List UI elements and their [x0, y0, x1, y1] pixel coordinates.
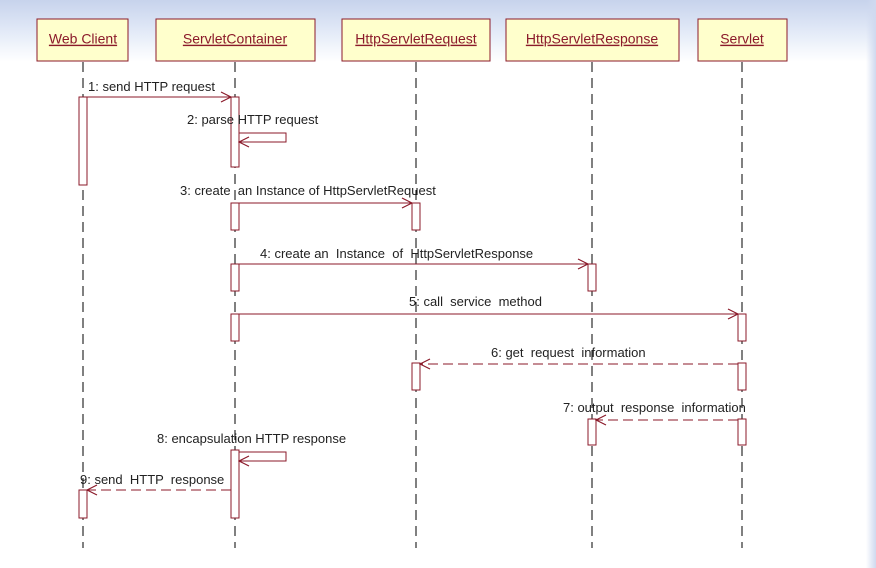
participant-box-servlet — [697, 18, 788, 62]
message-8-label: 8: encapsulation HTTP response — [157, 431, 346, 446]
message-6-label: 6: get request information — [491, 345, 646, 360]
message-8-arrow — [239, 451, 287, 461]
message-1-label: 1: send HTTP request — [88, 79, 215, 94]
activation-http-servlet-request-2 — [411, 362, 421, 391]
message-5-label: 5: call service method — [409, 294, 542, 309]
participant-servlet-container: ServletContainer — [155, 18, 316, 62]
participant-servlet: Servlet — [697, 18, 788, 62]
participant-web-client: Web Client — [36, 18, 129, 62]
participant-http-servlet-response: HttpServletResponse — [505, 18, 680, 62]
participant-box-servlet-container — [155, 18, 316, 62]
activation-bars — [78, 96, 747, 519]
participant-label-http-servlet-request: HttpServletRequest — [355, 31, 477, 47]
participant-label-servlet: Servlet — [720, 31, 764, 47]
activation-servlet-container-2 — [230, 202, 240, 231]
participant-box-http-servlet-response — [505, 18, 680, 62]
message-2-label: 2: parse HTTP request — [187, 112, 319, 127]
activation-servlet-container-1 — [230, 96, 240, 168]
activation-http-servlet-request-1 — [411, 202, 421, 231]
message-labels: 1: send HTTP request 2: parse HTTP reque… — [80, 79, 746, 487]
message-4-label: 4: create an Instance of HttpServletResp… — [260, 246, 533, 261]
message-3-label: 3: create an Instance of HttpServletRequ… — [180, 183, 436, 198]
activation-http-servlet-response-1 — [587, 263, 597, 292]
activation-servlet-1 — [737, 313, 747, 342]
participant-label-http-servlet-response: HttpServletResponse — [526, 31, 659, 47]
activation-http-servlet-response-2 — [587, 418, 597, 446]
message-2-arrow — [239, 132, 287, 142]
activation-servlet-container-4 — [230, 313, 240, 342]
activation-web-client-1 — [78, 96, 88, 186]
activation-web-client-2 — [78, 489, 88, 519]
participant-http-servlet-request: HttpServletRequest — [341, 18, 491, 62]
participant-label-servlet-container: ServletContainer — [183, 31, 288, 47]
participant-boxes: Web Client ServletContainer HttpServletR… — [36, 18, 788, 62]
message-7-label: 7: output response information — [563, 400, 746, 415]
participant-label-web-client: Web Client — [49, 31, 117, 47]
activation-servlet-container-3 — [230, 263, 240, 292]
message-9-label: 9: send HTTP response — [80, 472, 224, 487]
participant-box-web-client — [36, 18, 129, 62]
activation-servlet-container-5 — [230, 449, 240, 519]
messages — [87, 97, 738, 490]
activation-servlet-2 — [737, 362, 747, 391]
participant-box-http-servlet-request — [341, 18, 491, 62]
activation-servlet-3 — [737, 418, 747, 446]
right-edge-shade — [866, 0, 876, 568]
